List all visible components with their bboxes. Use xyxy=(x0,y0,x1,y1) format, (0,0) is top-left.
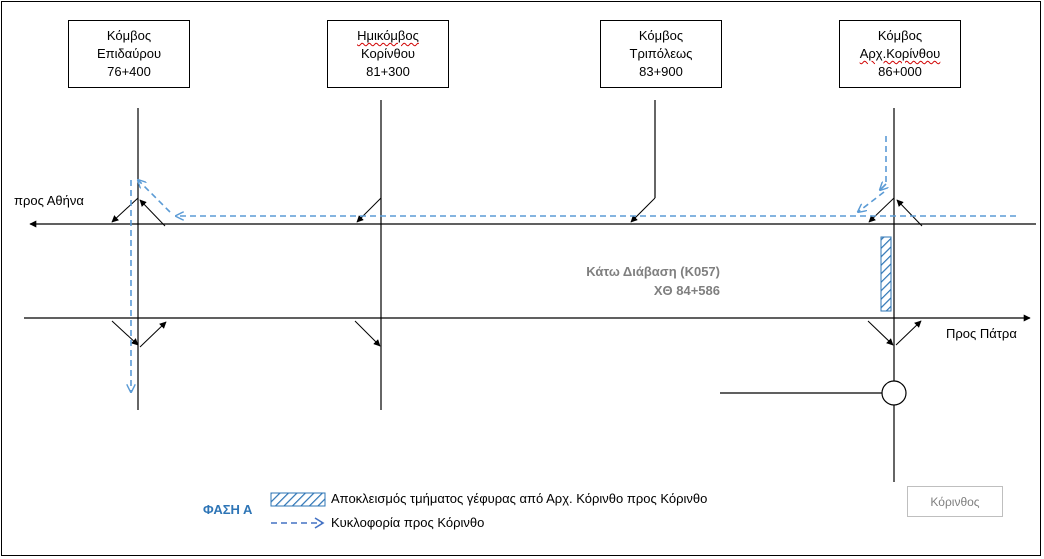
node-chainage: 81+300 xyxy=(366,64,410,79)
node-title: Κόμβος xyxy=(106,28,152,43)
legend-closure-swatch xyxy=(270,492,326,507)
node-name: Αρχ.Κορίνθου xyxy=(859,46,941,61)
ramp-epidavrou-sw-out xyxy=(139,321,167,348)
node-box-tripoleos: Κόμβος Τριπόλεως 83+900 xyxy=(600,20,722,88)
ramp-hmikorinthou-s xyxy=(354,320,381,347)
node-name: Επιδαύρου xyxy=(96,46,162,61)
node-box-arxkorinthou: Κόμβος Αρχ.Κορίνθου 86+000 xyxy=(839,20,961,88)
detour-arx-down-arrow xyxy=(880,184,886,190)
node-title: Ημικόμβος xyxy=(357,28,419,43)
ramp-hmikorinthou-n xyxy=(356,197,382,223)
node-title: Κόμβος xyxy=(877,28,923,43)
roundabout xyxy=(881,380,907,406)
phase-label: ΦΑΣΗ Α xyxy=(203,502,253,517)
detour-epidavrou-ramp xyxy=(138,180,171,213)
node-box-epidavrou: Κόμβος Επιδαύρου 76+400 xyxy=(68,20,190,88)
ramp-arxkorinthou-sw-out xyxy=(895,320,922,346)
node-name: Τριπόλεως xyxy=(629,46,693,61)
ramp-epidavrou-ne-out xyxy=(139,199,166,227)
detour-arx-ramp xyxy=(858,191,885,212)
closed-bridge-segment xyxy=(880,236,892,312)
ramp-arxkorinthou-ne-out xyxy=(896,199,923,227)
underpass-name: Κάτω Διάβαση (Κ057) xyxy=(586,264,720,279)
node-chainage: 86+000 xyxy=(878,64,922,79)
legend-traffic-text: Κυκλοφορία προς Κόρινθο xyxy=(331,515,485,530)
ramp-arxkorinthou-sw-in xyxy=(867,320,894,346)
node-box-hmikorinthou: Ημικόμβος Κορίνθου 81+300 xyxy=(327,20,449,88)
city-label: Κόρινθος xyxy=(930,494,980,509)
node-chainage: 83+900 xyxy=(639,64,683,79)
ramp-arxkorinthou-ne-in xyxy=(868,197,895,223)
city-box-korinthos: Κόρινθος xyxy=(907,486,1003,517)
node-chainage: 76+400 xyxy=(107,64,151,79)
node-name: Κορίνθου xyxy=(360,46,416,61)
direction-athens-label: προς Αθήνα xyxy=(14,193,84,208)
underpass-chainage: ΧΘ 84+586 xyxy=(653,283,720,298)
node-title: Κόμβος xyxy=(638,28,684,43)
legend-closure-text: Αποκλεισμός τμήματος γέφυρας από Αρχ. Κό… xyxy=(331,491,708,506)
direction-patra-label: Προς Πάτρα xyxy=(946,326,1017,341)
legend-traffic-arrowhead xyxy=(314,517,325,529)
ramp-epidavrou-sw-in xyxy=(111,320,139,346)
ramp-epidavrou-ne-in xyxy=(111,197,139,223)
ramp-tripoleos-n xyxy=(630,197,656,223)
underpass-label: Κάτω Διάβαση (Κ057) ΧΘ 84+586 xyxy=(540,262,720,300)
